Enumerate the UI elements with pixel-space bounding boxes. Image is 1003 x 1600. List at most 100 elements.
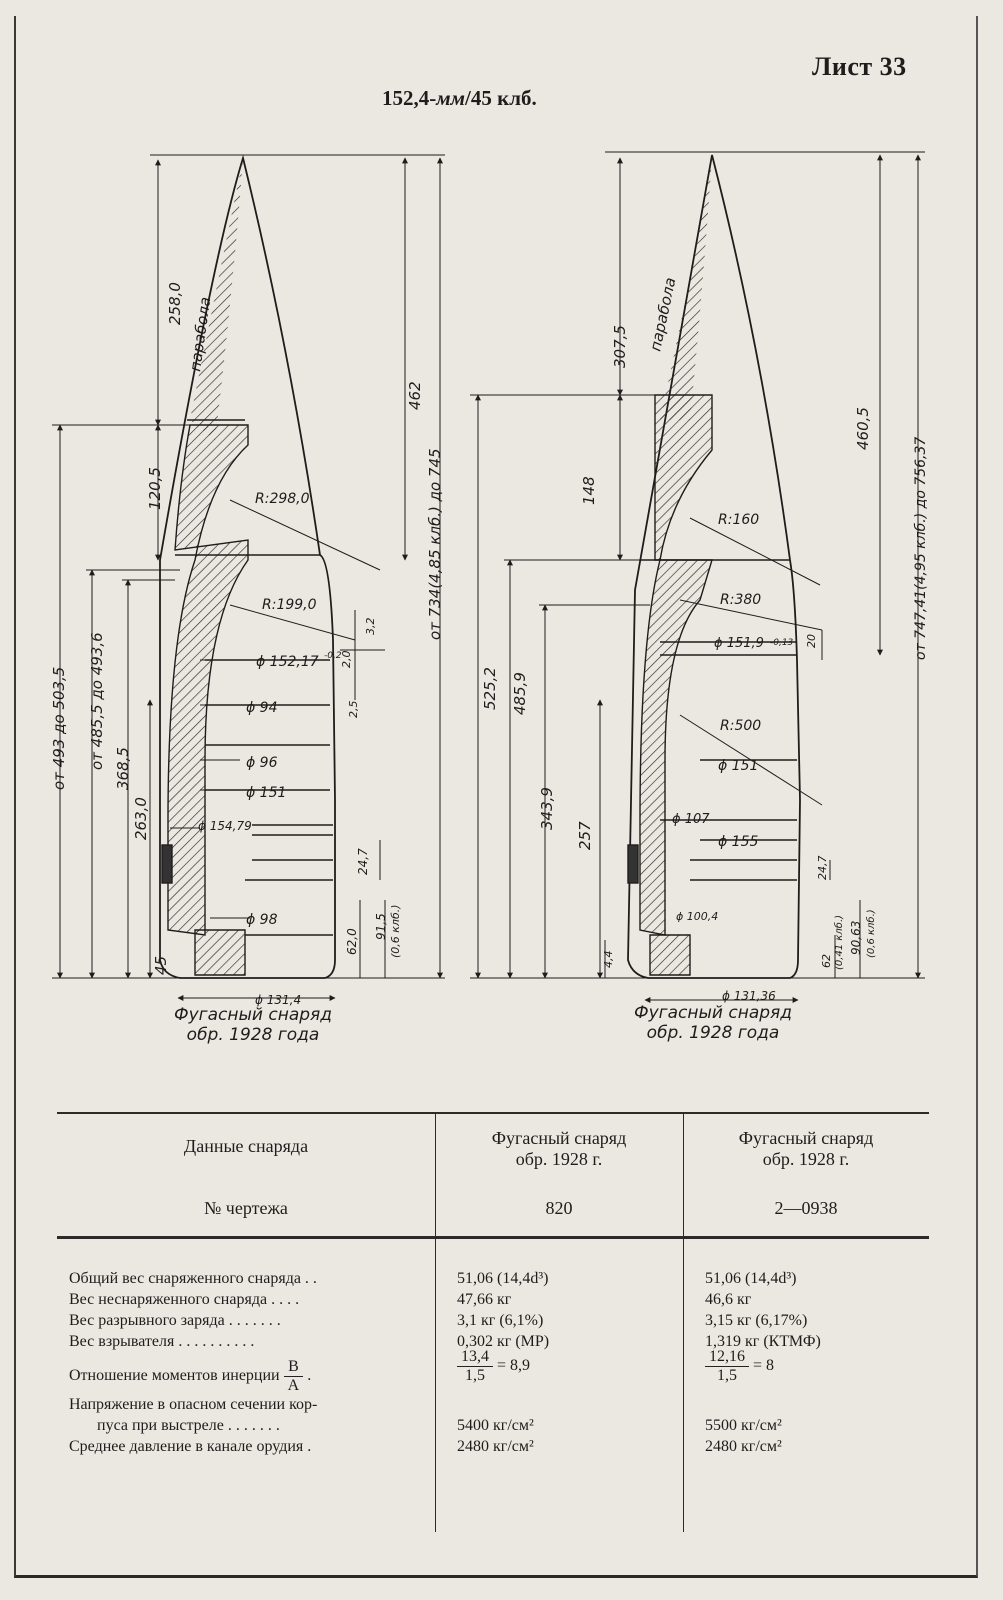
row-label-empty-weight: Вес неснаряженного снаряда . . . . bbox=[69, 1291, 300, 1308]
row-label-total-weight: Общий вес снаряженного снаряда . . bbox=[69, 1270, 317, 1287]
row-label-charge-weight: Вес разрывного заряда . . . . . . . bbox=[69, 1312, 281, 1329]
left-dim-25: 2,5 bbox=[347, 701, 360, 719]
left-dim-06klb: (0,6 клб.) bbox=[389, 904, 402, 958]
right-dia-1519: ϕ 151,9 bbox=[714, 636, 764, 651]
left-tol-02: -0,2 bbox=[324, 651, 342, 661]
row-v2-pressure: 2480 кг/см² bbox=[705, 1438, 782, 1455]
col2-title: Фугасный снаряд обр. 1928 г. bbox=[683, 1128, 929, 1170]
left-dia-131: ϕ 131,4 bbox=[255, 993, 301, 1007]
right-caption-line1: Фугасный снаряд bbox=[633, 1003, 793, 1023]
right-tol-013: -0,13 bbox=[770, 638, 794, 648]
sheet-number: Лист 33 bbox=[812, 52, 907, 81]
left-shell-labels: 258,0 парабола 120,5 R:298,0 R:199,0 462… bbox=[50, 282, 444, 1007]
caliber-title: 152,4-мм/45 клб. bbox=[382, 86, 537, 111]
right-dim-44: 4,4 bbox=[602, 951, 615, 969]
left-caption-line1: Фугасный снаряд bbox=[173, 1005, 333, 1025]
right-dia-155: ϕ 155 bbox=[718, 834, 759, 850]
row-label-stress-1: Напряжение в опасном сечении кор- bbox=[69, 1396, 318, 1413]
left-shell-drawing bbox=[52, 154, 445, 1001]
left-drawing-caption: Фугасный снаряд обр. 1928 года bbox=[158, 1005, 348, 1045]
left-dia-98: ϕ 98 bbox=[246, 912, 278, 928]
col2-title-line1: Фугасный снаряд bbox=[738, 1128, 874, 1148]
inertia-frac-num: B bbox=[283, 1358, 304, 1377]
left-dia-154: ϕ 154,79 bbox=[198, 819, 252, 833]
row-v1-stress: 5400 кг/см² bbox=[457, 1417, 534, 1434]
v1-inertia-fraction: 13,4 1,5 bbox=[457, 1348, 493, 1385]
left-caption-line2: обр. 1928 года bbox=[186, 1025, 320, 1045]
caliber-number: 152,4- bbox=[382, 86, 437, 110]
left-dim-734: от 734(4,85 клб.) до 745 bbox=[426, 448, 444, 640]
row-v1-inertia: 13,4 1,5 = 8,9 bbox=[457, 1348, 530, 1385]
caliber-rest: /45 клб. bbox=[465, 86, 537, 110]
row-label-pressure: Среднее давление в канале орудия . bbox=[69, 1438, 312, 1455]
inertia-ratio-fraction: B A bbox=[283, 1358, 304, 1395]
col2-title-line2: обр. 1928 г. bbox=[762, 1149, 850, 1169]
row-label-stress-2: пуса при выстреле . . . . . . . bbox=[97, 1417, 280, 1434]
row-label-fuze-weight: Вес взрывателя . . . . . . . . . . bbox=[69, 1333, 255, 1350]
right-dim-525: 525,2 bbox=[481, 667, 499, 710]
spec-table: Данные снаряда № чертежа Фугасный снаряд… bbox=[57, 1112, 929, 1532]
right-shell-drawing bbox=[470, 151, 925, 1003]
row-v1-charge-weight: 3,1 кг (6,1%) bbox=[457, 1312, 544, 1329]
left-dim-247: 24,7 bbox=[356, 848, 370, 875]
row-v2-fuze-weight: 1,319 кг (КТМФ) bbox=[705, 1333, 821, 1350]
table-header-rule bbox=[57, 1236, 929, 1239]
right-dim-9063: 90,63 bbox=[849, 921, 863, 955]
col1-title-line1: Фугасный снаряд bbox=[491, 1128, 627, 1148]
right-dim-06klb: (0,6 клб.) bbox=[865, 909, 877, 958]
left-dia-151: ϕ 151 bbox=[246, 785, 286, 801]
v2-inertia-fraction: 12,16 1,5 bbox=[705, 1348, 749, 1385]
row-v2-total-weight: 51,06 (14,4d³) bbox=[705, 1270, 797, 1287]
table-col-divider-2 bbox=[683, 1112, 684, 1532]
left-dim-120: 120,5 bbox=[146, 467, 164, 510]
row-v1-empty-weight: 47,66 кг bbox=[457, 1291, 512, 1308]
right-dim-747: от 747,41(4,95 клб.) до 756,37 bbox=[913, 437, 929, 660]
v2-inertia-num: 12,16 bbox=[705, 1348, 749, 1367]
right-radius-160: R:160 bbox=[718, 512, 759, 528]
right-parabola-label: парабола bbox=[646, 276, 679, 353]
left-dia-94: ϕ 94 bbox=[246, 700, 278, 716]
right-dim-148: 148 bbox=[580, 476, 598, 505]
right-dim-307: 307,5 bbox=[611, 325, 629, 368]
v1-inertia-result: = 8,9 bbox=[497, 1357, 531, 1375]
left-dim-493: от 493 до 503,5 bbox=[50, 667, 68, 790]
left-radius-199: R:199,0 bbox=[262, 597, 317, 613]
left-dim-258: 258,0 bbox=[166, 282, 184, 325]
right-dim-20: 20 bbox=[805, 634, 818, 648]
v2-inertia-den: 1,5 bbox=[717, 1367, 737, 1384]
col1-title-line2: обр. 1928 г. bbox=[515, 1149, 603, 1169]
left-radius-298: R:298,0 bbox=[255, 491, 310, 507]
row-label-inertia: Отношение моментов инерции B A . bbox=[69, 1358, 311, 1395]
right-dia-1004: ϕ 100,4 bbox=[676, 910, 718, 923]
left-dim-915: 91,5 bbox=[374, 913, 388, 940]
v1-inertia-den: 1,5 bbox=[465, 1367, 485, 1384]
left-dim-620: 62,0 bbox=[345, 928, 359, 955]
left-dim-45: 45 bbox=[152, 956, 170, 975]
left-dia-152: ϕ 152,17 bbox=[256, 654, 319, 670]
col1-title: Фугасный снаряд обр. 1928 г. bbox=[435, 1128, 683, 1170]
row-v2-charge-weight: 3,15 кг (6,17%) bbox=[705, 1312, 808, 1329]
col1-drawing-no: 820 bbox=[545, 1198, 573, 1218]
v1-inertia-num: 13,4 bbox=[457, 1348, 493, 1367]
shell-drawings: 258,0 парабола 120,5 R:298,0 R:199,0 462… bbox=[50, 151, 929, 1007]
right-drawing-caption: Фугасный снаряд обр. 1928 года bbox=[618, 1003, 808, 1043]
header-drawing-no: № чертежа bbox=[204, 1198, 288, 1218]
row-v2-inertia: 12,16 1,5 = 8 bbox=[705, 1348, 774, 1385]
table-col-divider-1 bbox=[435, 1112, 436, 1532]
right-dim-62: 62 bbox=[820, 954, 833, 968]
inertia-frac-den: A bbox=[287, 1377, 300, 1394]
left-dim-32: 3,2 bbox=[364, 618, 377, 636]
left-dia-96: ϕ 96 bbox=[246, 755, 278, 771]
left-dim-20: 2,0 bbox=[340, 651, 353, 669]
right-dim-041klb: (0,41 клб.) bbox=[833, 915, 845, 970]
col2-drawing-no: 2—0938 bbox=[774, 1198, 838, 1218]
right-dim-343: 343,9 bbox=[538, 787, 556, 830]
right-dim-485: 485,9 bbox=[511, 672, 529, 715]
row-label-inertia-text: Отношение моментов инерции bbox=[69, 1367, 280, 1385]
row-v2-empty-weight: 46,6 кг bbox=[705, 1291, 752, 1308]
right-shell-labels: 307,5 парабола 148 R:160 R:380 R:500 460… bbox=[481, 276, 929, 1003]
row-v1-total-weight: 51,06 (14,4d³) bbox=[457, 1270, 549, 1287]
right-dim-460: 460,5 bbox=[854, 407, 872, 450]
caliber-unit: мм bbox=[436, 86, 466, 110]
